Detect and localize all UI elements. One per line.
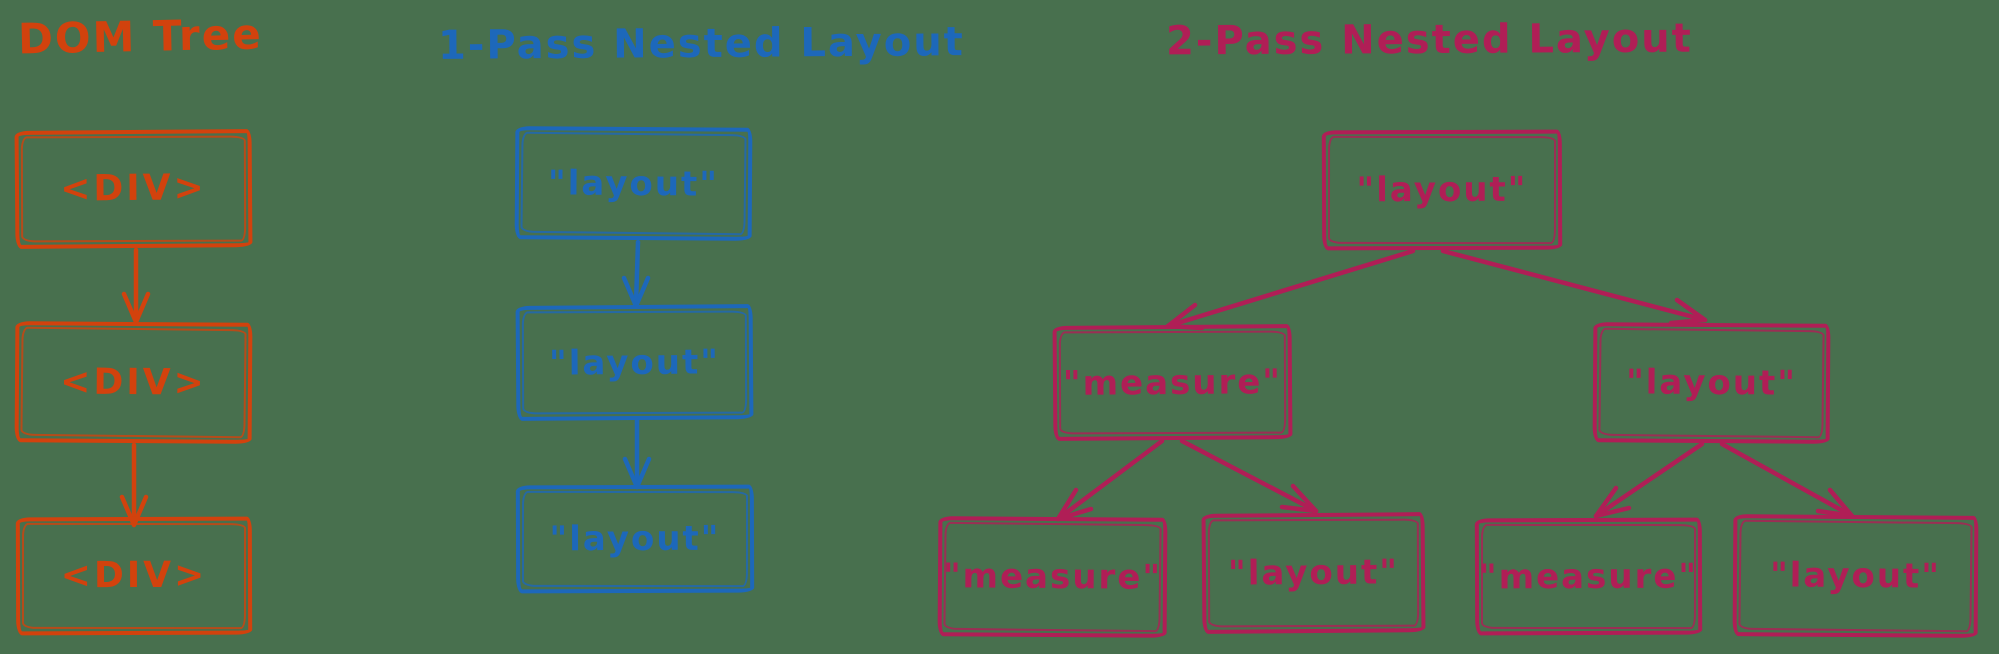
one-pass-arrow-1 bbox=[621, 239, 651, 309]
one-pass-title: 1-Pass Nested Layout bbox=[437, 19, 965, 69]
dom-arrow-2 bbox=[119, 442, 149, 528]
two-pass-arrow-root-right bbox=[1440, 248, 1708, 326]
two-pass-leaf-2: "layout" bbox=[1201, 512, 1426, 634]
two-pass-child-measure: "measure" bbox=[1052, 324, 1293, 441]
two-pass-arrow-layout-right bbox=[1719, 441, 1855, 519]
one-pass-node-2-label: "layout" bbox=[548, 341, 721, 384]
dom-node-1: <DIV> bbox=[14, 129, 253, 249]
dom-node-1-label: <DIV> bbox=[60, 167, 207, 210]
one-pass-node-1: "layout" bbox=[514, 126, 753, 241]
dom-node-2-label: <DIV> bbox=[60, 360, 207, 404]
dom-arrow-1 bbox=[121, 247, 151, 325]
two-pass-arrow-layout-left bbox=[1593, 441, 1705, 519]
dom-node-2: <DIV> bbox=[14, 321, 253, 444]
two-pass-leaf-3-label: "measure" bbox=[1478, 556, 1699, 597]
two-pass-root-label: "layout" bbox=[1356, 169, 1528, 211]
two-pass-arrow-measure-right bbox=[1179, 438, 1319, 514]
one-pass-node-1-label: "layout" bbox=[547, 162, 720, 205]
two-pass-root: "layout" bbox=[1321, 129, 1563, 251]
one-pass-node-3: "layout" bbox=[515, 484, 755, 594]
dom-tree-title: DOM Tree bbox=[17, 9, 264, 64]
two-pass-leaf-1: "measure" bbox=[937, 516, 1168, 638]
two-pass-child-measure-label: "measure" bbox=[1062, 361, 1283, 404]
two-pass-child-layout-label: "layout" bbox=[1625, 362, 1798, 404]
two-pass-leaf-3: "measure" bbox=[1474, 517, 1703, 636]
one-pass-arrow-2 bbox=[622, 417, 652, 490]
dom-node-3: <DIV> bbox=[15, 516, 253, 636]
one-pass-node-3-label: "layout" bbox=[549, 518, 721, 560]
dom-node-3-label: <DIV> bbox=[60, 554, 208, 597]
two-pass-title: 2-Pass Nested Layout bbox=[1165, 15, 1693, 65]
two-pass-child-layout: "layout" bbox=[1592, 322, 1831, 444]
one-pass-node-2: "layout" bbox=[515, 304, 754, 421]
two-pass-leaf-4: "layout" bbox=[1732, 514, 1979, 638]
two-pass-arrow-measure-left bbox=[1055, 438, 1165, 522]
two-pass-leaf-4-label: "layout" bbox=[1769, 555, 1942, 597]
two-pass-leaf-1-label: "measure" bbox=[942, 556, 1163, 598]
two-pass-arrow-root-left bbox=[1165, 248, 1416, 331]
two-pass-leaf-2-label: "layout" bbox=[1227, 552, 1400, 594]
